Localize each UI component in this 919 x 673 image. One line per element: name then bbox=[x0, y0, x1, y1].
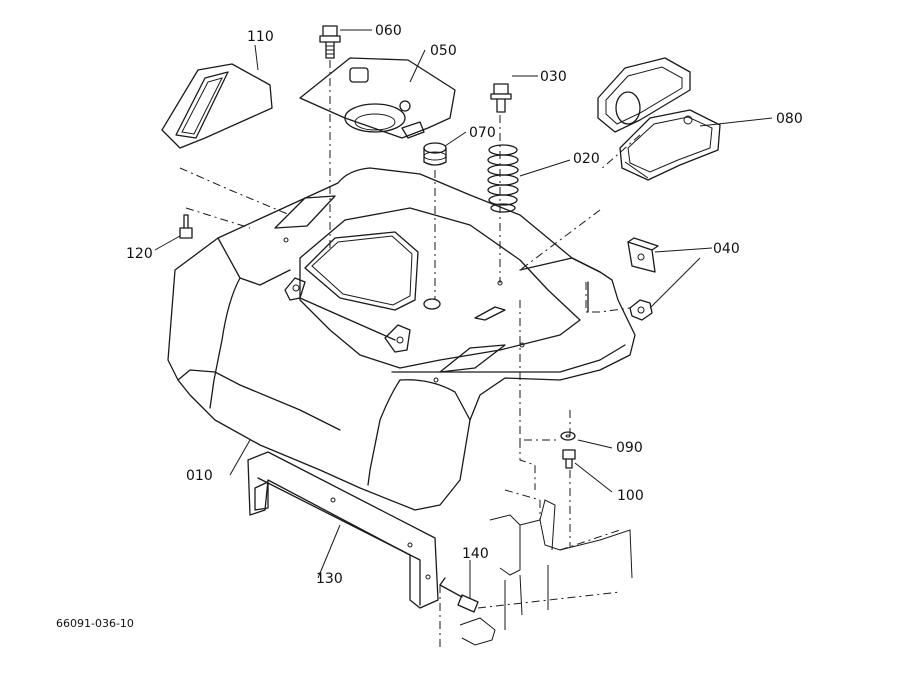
callout-labels: 060 050 030 070 020 080 040 110 120 010 … bbox=[56, 23, 803, 630]
collar-070 bbox=[423, 142, 447, 166]
callout-010: 010 bbox=[186, 468, 213, 484]
bolt-140 bbox=[439, 577, 479, 613]
screw-120 bbox=[179, 214, 193, 239]
hood-cover-010 bbox=[167, 167, 636, 511]
callout-120: 120 bbox=[126, 246, 153, 262]
callout-060: 060 bbox=[375, 23, 402, 39]
bracket-040 bbox=[627, 237, 659, 321]
callout-020: 020 bbox=[573, 151, 600, 167]
callout-030: 030 bbox=[540, 69, 567, 85]
bolt-060 bbox=[319, 25, 341, 59]
callout-140: 140 bbox=[462, 546, 489, 562]
center-lines bbox=[179, 60, 641, 650]
bolt-030 bbox=[490, 83, 512, 113]
callout-040: 040 bbox=[713, 241, 740, 257]
lid-box-080 bbox=[597, 57, 721, 181]
bolt-090 bbox=[562, 449, 576, 469]
chassis-frame bbox=[459, 499, 633, 646]
callout-070: 070 bbox=[469, 125, 496, 141]
grommet-cover-110 bbox=[161, 63, 273, 149]
frame-bracket-130 bbox=[247, 451, 439, 609]
cover-plate-050 bbox=[299, 57, 456, 139]
leader-lines bbox=[154, 29, 773, 598]
callout-110: 110 bbox=[247, 29, 274, 45]
callout-130: 130 bbox=[316, 571, 343, 587]
callout-050: 050 bbox=[430, 43, 457, 59]
callout-090: 100 bbox=[617, 488, 644, 504]
callout-100: 090 bbox=[616, 440, 643, 456]
drawing-code: 66091-036-10 bbox=[56, 617, 134, 630]
washer-100 bbox=[560, 431, 576, 441]
spring-020 bbox=[487, 144, 519, 213]
callout-080: 080 bbox=[776, 111, 803, 127]
